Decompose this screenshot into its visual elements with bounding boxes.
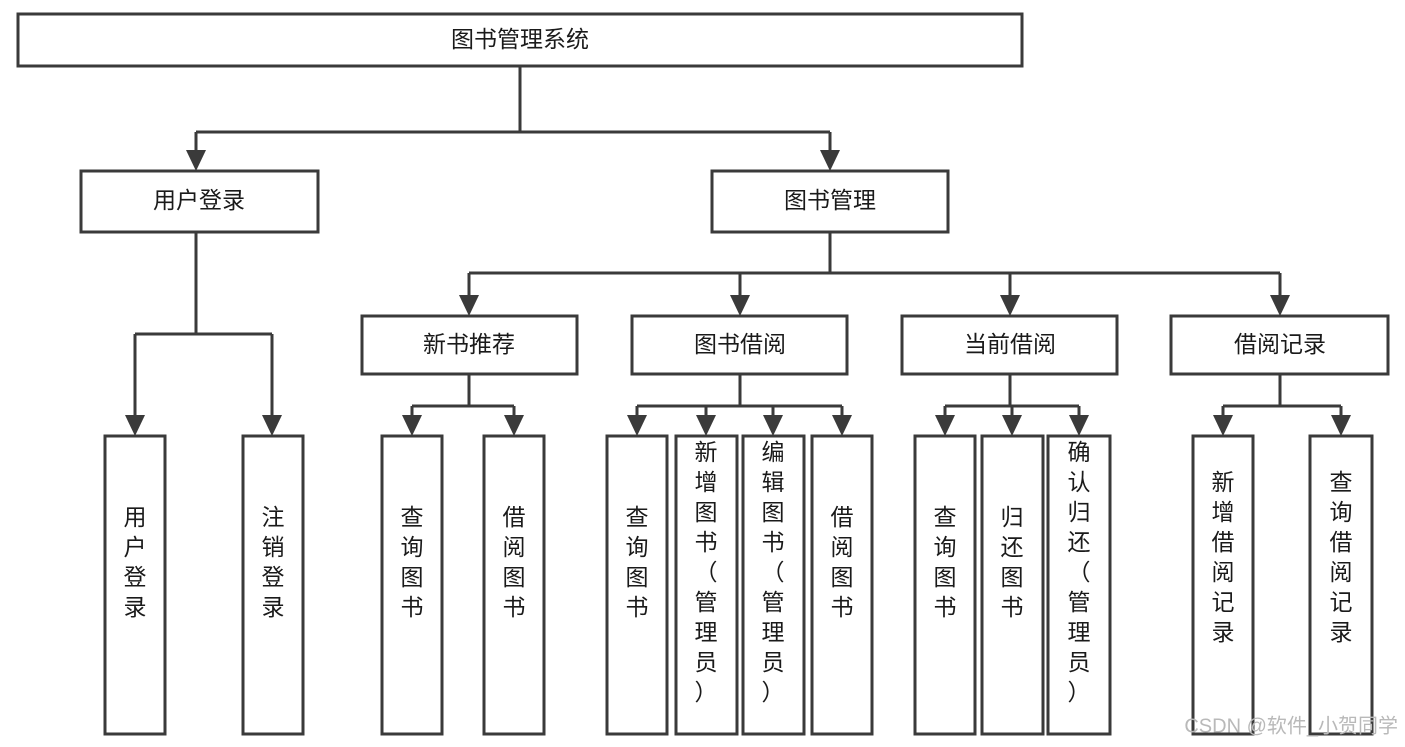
node-new-book-recommend-label: 新书推荐	[423, 331, 515, 357]
arrowhead-leaf-add-record	[1213, 415, 1233, 436]
node-leaf-borrow-book-2[interactable]: 借阅图书	[810, 434, 874, 736]
node-current-borrow-box[interactable]	[900, 314, 1119, 376]
node-borrow-record[interactable]: 借阅记录	[1169, 314, 1390, 376]
node-leaf-query-book-2-label: 查询图书	[626, 504, 649, 620]
node-leaf-return-book-box[interactable]	[980, 434, 1045, 736]
arrowhead-leaf-confirm-return	[1069, 415, 1089, 436]
arrowhead-leaf-add-book	[696, 415, 716, 436]
node-leaf-query-book-1[interactable]: 查询图书	[380, 434, 444, 736]
node-leaf-borrow-book-1[interactable]: 借阅图书	[482, 434, 546, 736]
node-leaf-edit-book-label: 编辑图书（管理员）	[762, 439, 785, 705]
node-book-manage-label: 图书管理	[784, 187, 876, 213]
node-leaf-add-record-label: 新增借阅记录	[1212, 469, 1235, 645]
arrowhead-leaf-query-book-2	[627, 415, 647, 436]
node-leaf-confirm-return-box[interactable]	[1046, 434, 1112, 736]
node-borrow-record-box[interactable]	[1169, 314, 1390, 376]
node-leaf-add-record-box[interactable]	[1191, 434, 1255, 736]
node-leaf-query-book-2-box[interactable]	[605, 434, 669, 736]
node-book-manage[interactable]: 图书管理	[710, 169, 950, 234]
node-leaf-query-book-3-box[interactable]	[913, 434, 977, 736]
node-leaf-borrow-book-1-label: 借阅图书	[503, 504, 526, 620]
node-leaf-confirm-return-label: 确认归还（管理员）	[1068, 439, 1091, 705]
node-leaf-query-book-3-label: 查询图书	[934, 504, 957, 620]
node-new-book-recommend-box[interactable]	[360, 314, 579, 376]
node-current-borrow[interactable]: 当前借阅	[900, 314, 1119, 376]
node-book-manage-box[interactable]	[710, 169, 950, 234]
arrowhead-book-manage	[820, 150, 840, 171]
node-user-login-box[interactable]	[79, 169, 320, 234]
arrowhead-leaf-query-record	[1331, 415, 1351, 436]
node-root-label: 图书管理系统	[451, 26, 589, 52]
arrowhead-book-borrow	[730, 295, 750, 316]
arrowhead-leaf-borrow-book-2	[832, 415, 852, 436]
node-leaf-add-book-label: 新增图书（管理员）	[695, 439, 718, 705]
arrowhead-leaf-user-login	[125, 415, 145, 436]
node-leaf-user-logout[interactable]: 注销登录	[241, 434, 305, 736]
node-leaf-user-logout-label: 注销登录	[262, 504, 285, 620]
node-leaf-query-book-2[interactable]: 查询图书	[605, 434, 669, 736]
node-leaf-borrow-book-1-box[interactable]	[482, 434, 546, 736]
node-new-book-recommend[interactable]: 新书推荐	[360, 314, 579, 376]
node-leaf-query-record-label: 查询借阅记录	[1330, 469, 1353, 645]
node-leaf-user-login-box[interactable]	[103, 434, 167, 736]
node-leaf-query-book-1-label: 查询图书	[401, 504, 424, 620]
node-leaf-confirm-return[interactable]: 确认归还（管理员）	[1046, 434, 1112, 736]
watermark-label: CSDN @软件_小贺同学	[1184, 714, 1398, 737]
connector-layer	[125, 66, 1351, 436]
node-leaf-add-book-box[interactable]	[674, 434, 739, 736]
node-leaf-edit-book[interactable]: 编辑图书（管理员）	[741, 434, 806, 736]
node-book-borrow-box[interactable]	[630, 314, 849, 376]
arrowhead-current-borrow	[1000, 295, 1020, 316]
arrowhead-leaf-edit-book	[763, 415, 783, 436]
arrowhead-leaf-query-book-1	[402, 415, 422, 436]
node-leaf-edit-book-box[interactable]	[741, 434, 806, 736]
node-leaf-query-record-box[interactable]	[1308, 434, 1374, 736]
arrowhead-borrow-record	[1270, 295, 1290, 316]
node-root[interactable]: 图书管理系统	[16, 12, 1024, 68]
arrowhead-user-login	[186, 150, 206, 171]
node-user-login-label: 用户登录	[153, 187, 245, 213]
node-leaf-query-book-3[interactable]: 查询图书	[913, 434, 977, 736]
arrowhead-leaf-borrow-book-1	[504, 415, 524, 436]
node-leaf-user-logout-box[interactable]	[241, 434, 305, 736]
node-book-borrow[interactable]: 图书借阅	[630, 314, 849, 376]
node-leaf-return-book-label: 归还图书	[1001, 504, 1024, 620]
node-book-borrow-label: 图书借阅	[694, 331, 786, 357]
node-leaf-add-record[interactable]: 新增借阅记录	[1191, 434, 1255, 736]
node-current-borrow-label: 当前借阅	[964, 331, 1056, 357]
node-leaf-user-login[interactable]: 用户登录	[103, 434, 167, 736]
node-leaf-query-record[interactable]: 查询借阅记录	[1308, 434, 1374, 736]
arrowhead-leaf-query-book-3	[935, 415, 955, 436]
node-leaf-query-book-1-box[interactable]	[380, 434, 444, 736]
node-leaf-borrow-book-2-box[interactable]	[810, 434, 874, 736]
node-leaf-add-book[interactable]: 新增图书（管理员）	[674, 434, 739, 736]
arrowhead-leaf-return-book	[1002, 415, 1022, 436]
node-root-box[interactable]	[16, 12, 1024, 68]
arrowhead-leaf-user-logout	[262, 415, 282, 436]
arrowhead-new-book-recommend	[459, 295, 479, 316]
node-leaf-borrow-book-2-label: 借阅图书	[831, 504, 854, 620]
node-borrow-record-label: 借阅记录	[1234, 331, 1326, 357]
node-leaf-return-book[interactable]: 归还图书	[980, 434, 1045, 736]
node-leaf-user-login-label: 用户登录	[124, 504, 147, 620]
node-user-login[interactable]: 用户登录	[79, 169, 320, 234]
